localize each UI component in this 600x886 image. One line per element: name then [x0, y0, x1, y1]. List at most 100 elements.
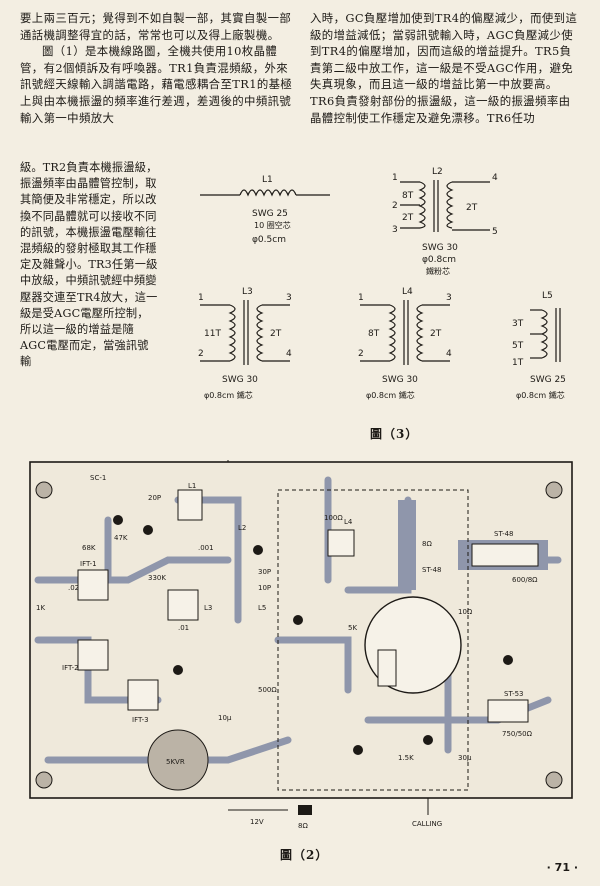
transmitter-section — [277, 489, 469, 791]
label-l2: L2 — [238, 524, 246, 532]
figure2-caption: 圖（2） — [280, 848, 329, 862]
label-02: .02 — [68, 584, 79, 592]
mount-hole — [35, 771, 53, 789]
l5-turns-b: 5T — [512, 341, 524, 351]
l5-wire: SWG 25 — [530, 375, 566, 385]
l1-name: L1 — [262, 175, 273, 185]
left-column-text: 要上兩三百元；覺得到不如自製一部，其實自製一部通話機調整得宜的話，常常也可以及得… — [20, 10, 298, 126]
circuit-board-diagram: SC-1 20P 68K 47K 1K IFT-1 IFT-2 IFT-3 33… — [29, 460, 573, 830]
label-5kvr: 5KVR — [166, 758, 185, 766]
label-20p: 20P — [148, 494, 161, 502]
board-outline — [29, 461, 573, 799]
coil-l3 — [200, 300, 290, 365]
l2-pin-5: 5 — [492, 227, 498, 237]
page-number: · 71 · — [546, 861, 578, 874]
figure3-caption: 圖（3） — [370, 427, 419, 441]
l4-pin-1: 1 — [358, 293, 364, 303]
label-500: 500Ω — [258, 686, 277, 694]
label-sc1: SC-1 — [90, 474, 106, 482]
l3-pin-3: 3 — [286, 293, 292, 303]
l3-turns-a: 11T — [204, 329, 221, 339]
right-paragraph: 入時，GC負壓增加使到TR4的偏壓減少，而使到這級的增益減低；當弱訊號輸入時，A… — [310, 11, 578, 125]
label-600: 600/8Ω — [512, 576, 538, 584]
label-30u: 30μ — [458, 754, 472, 762]
label-10u: 10μ — [218, 714, 232, 722]
l2-pin-1: 1 — [392, 173, 398, 183]
l3-pin-1: 1 — [198, 293, 204, 303]
label-speaker: 8Ω — [298, 822, 308, 830]
label-1k5: 1.5K — [398, 754, 414, 762]
l2-dia: φ0.8cm — [422, 255, 456, 265]
label-330k: 330K — [148, 574, 166, 582]
copper-pad — [398, 500, 416, 590]
label-30p: 30P — [258, 568, 271, 576]
l4-pin-4: 4 — [446, 349, 452, 359]
l2-pin-4: 4 — [492, 173, 498, 183]
label-47k: 47K — [114, 534, 128, 542]
l2-core: 鐵粉芯 — [426, 266, 450, 276]
l3-pin-4: 4 — [286, 349, 292, 359]
label-calling: CALLING — [412, 820, 442, 828]
l2-turns-a: 8T — [402, 191, 414, 201]
l4-name: L4 — [402, 287, 413, 297]
l3-dia: φ0.8cm 鐵芯 — [204, 390, 253, 400]
l3-name: L3 — [242, 287, 253, 297]
label-l3: L3 — [204, 604, 212, 612]
label-10p: 10P — [258, 584, 271, 592]
l4-pin-3: 3 — [446, 293, 452, 303]
l4-turns-b: 2T — [430, 329, 442, 339]
l3-wire: SWG 30 — [222, 375, 258, 385]
left-second-paragraph: 圖（1）是本機線路圖，全機共使用10枚晶體管，有2個傾訴及有呼喚器。TR1負責混… — [20, 44, 293, 125]
l2-wire: SWG 30 — [422, 243, 458, 253]
label-l4: L4 — [344, 518, 353, 526]
label-68k: 68K — [82, 544, 96, 552]
label-750: 750/50Ω — [502, 730, 533, 738]
l5-name: L5 — [542, 291, 553, 301]
antenna-icon — [227, 460, 229, 462]
label-ift2: IFT-2 — [62, 664, 79, 672]
components — [77, 489, 539, 723]
label-st53: ST-53 — [504, 690, 524, 698]
wrapped-paragraph: 級。TR2負責本機振盪級，振盪頻率由晶體管控制，取其簡便及非常穩定，所以改換不同… — [20, 161, 158, 369]
right-column-text: 入時，GC負壓增加使到TR4的偏壓減少，而使到這級的增益減低；當弱訊號輸入時，A… — [310, 10, 582, 126]
mount-hole — [545, 481, 563, 499]
left-top-paragraph: 要上兩三百元；覺得到不如自製一部，其實自製一部通話機調整得宜的話，常常也可以及得… — [20, 11, 292, 42]
mount-hole — [545, 771, 563, 789]
l2-turns-c: 2T — [466, 203, 478, 213]
label-1k: 1K — [36, 604, 45, 612]
l5-turns-c: 1T — [512, 358, 524, 368]
l4-dia: φ0.8cm 鐵芯 — [366, 390, 415, 400]
label-l5: L5 — [258, 604, 266, 612]
label-ift3: IFT-3 — [132, 716, 149, 724]
speaker-icon — [298, 805, 312, 815]
l1-dia: φ0.5cm — [252, 235, 286, 245]
l3-pin-2: 2 — [198, 349, 204, 359]
mount-hole — [35, 481, 53, 499]
wrapped-column-text: 級。TR2負責本機振盪級，振盪頻率由晶體管控制，取其簡便及非常穩定，所以改換不同… — [20, 160, 160, 371]
l4-pin-2: 2 — [358, 349, 364, 359]
l4-turns-a: 8T — [368, 329, 380, 339]
l4-wire: SWG 30 — [382, 375, 418, 385]
coil-winding-figure: L1 SWG 25 10 圈空芯 φ0.5cm L2 1 2 3 4 5 8T … — [198, 167, 566, 400]
volume-control — [147, 729, 209, 791]
l1-turns: 10 圈空芯 — [254, 220, 291, 230]
label-001: .001 — [198, 544, 214, 552]
l2-pin-2: 2 — [392, 201, 398, 211]
label-100: 100Ω — [324, 514, 343, 522]
label-st48-b: ST-48 — [494, 530, 514, 538]
l2-pin-3: 3 — [392, 225, 398, 235]
label-12v: 12V — [250, 818, 264, 826]
label-st48: ST-48 — [422, 566, 442, 574]
l5-turns-a: 3T — [512, 319, 524, 329]
l5-dia: φ0.8cm 鐵芯 — [516, 390, 565, 400]
coil-l2 — [400, 180, 490, 232]
label-ift1: IFT-1 — [80, 560, 97, 568]
coil-l1 — [200, 189, 330, 197]
l3-turns-b: 2T — [270, 329, 282, 339]
label-10ohm: 10Ω — [458, 608, 473, 616]
l1-wire: SWG 25 — [252, 209, 288, 219]
l2-turns-b: 2T — [402, 213, 414, 223]
label-01: .01 — [178, 624, 189, 632]
coil-l5 — [530, 308, 561, 362]
label-5k: 5K — [348, 624, 357, 632]
